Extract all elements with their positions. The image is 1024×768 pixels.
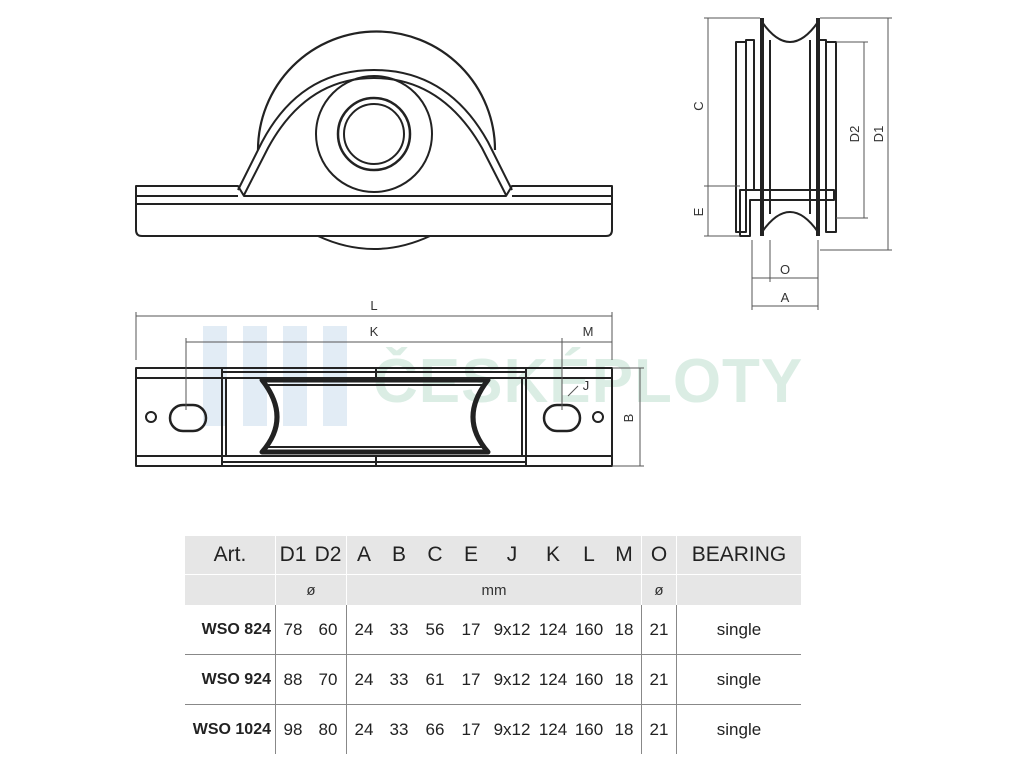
cell-j: 9x12	[493, 619, 531, 639]
cell-art: WSO 1024	[185, 704, 276, 754]
cell-k: 124	[538, 619, 568, 639]
cell-d1: 98	[275, 704, 310, 754]
col-header-a: A	[346, 536, 381, 575]
cell-l: 160	[571, 654, 607, 705]
unit-diameter-o: ø	[641, 574, 677, 605]
cell-o: 21	[641, 704, 677, 754]
dim-label-m: M	[583, 324, 594, 339]
unit-diameter: ø	[275, 574, 347, 605]
table-row: WSO 1024 98 80 24 33 66 17 9x12 124 160 …	[185, 704, 801, 754]
cell-e: 17	[453, 704, 489, 754]
col-header-j: J	[489, 536, 535, 575]
cell-c: 61	[417, 654, 453, 705]
dim-label-a: A	[781, 290, 790, 305]
col-header-c: C	[417, 536, 453, 575]
cell-art: WSO 924	[185, 654, 276, 705]
dim-label-o: O	[780, 262, 790, 277]
cell-c: 56	[425, 619, 445, 639]
dim-label-d1: D1	[871, 126, 886, 143]
col-header-o: O	[641, 536, 677, 575]
col-header-l: L	[571, 536, 607, 575]
table-units-row: ø mm ø	[185, 574, 801, 605]
cell-c: 66	[417, 704, 453, 754]
cell-m: 18	[607, 654, 642, 705]
cell-m: 18	[607, 704, 642, 754]
top-view	[135, 367, 613, 467]
table-row: WSO 924 88 70 24 33 61 17 9x12 124 160 1…	[185, 654, 801, 705]
cell-o: 21	[641, 654, 677, 705]
cell-d2: 80	[310, 704, 347, 754]
side-view	[735, 18, 837, 237]
cell-j: 9x12	[489, 654, 535, 705]
cell-b: 33	[381, 704, 417, 754]
dim-label-e: E	[691, 207, 706, 216]
cell-l: 160	[571, 704, 607, 754]
cell-a: 24	[346, 605, 381, 655]
cell-k: 124	[535, 704, 571, 754]
cell-b: 33	[381, 654, 417, 705]
cell-d2: 70	[310, 654, 347, 705]
technical-drawing: C E D2 D1 O A L K M J B	[135, 17, 892, 467]
table-header-row: Art. D1 D2 A B C E J K L M O BEARING	[185, 536, 801, 575]
cell-k: 124	[535, 654, 571, 705]
dim-label-c: C	[691, 101, 706, 110]
front-view	[135, 30, 613, 250]
cell-art: WSO 824	[185, 605, 276, 655]
cell-j: 9x12	[489, 704, 535, 754]
col-header-art: Art.	[185, 536, 276, 575]
cell-a: 24	[346, 704, 381, 754]
col-header-d1: D1	[275, 536, 310, 575]
col-header-k: K	[535, 536, 571, 575]
cell-l: 160	[574, 619, 604, 639]
cell-bearing: single	[676, 654, 801, 705]
table-row: WSO 824 78 60 24 33 56 17 9x12 124 160 1…	[185, 605, 801, 655]
cell-bearing: single	[676, 605, 801, 655]
cell-d1: 88	[275, 654, 310, 705]
dim-label-k: K	[370, 324, 379, 339]
col-header-e: E	[453, 536, 489, 575]
dim-label-b: B	[621, 414, 636, 423]
cell-e: 17	[461, 619, 481, 639]
dim-label-l: L	[370, 298, 377, 313]
cell-o: 21	[641, 605, 677, 655]
col-header-bearing: BEARING	[676, 536, 801, 575]
cell-d1: 78	[275, 605, 310, 655]
col-header-d2: D2	[310, 536, 347, 575]
cell-a: 24	[346, 654, 381, 705]
cell-d2: 60	[318, 619, 338, 639]
cell-b: 33	[389, 619, 409, 639]
col-header-b: B	[381, 536, 417, 575]
col-header-m: M	[607, 536, 642, 575]
cell-m: 18	[614, 619, 634, 639]
spec-table: Art. D1 D2 A B C E J K L M O BEARING ø m…	[185, 536, 801, 754]
cell-bearing: single	[676, 704, 801, 754]
unit-mm: mm	[346, 574, 642, 605]
dim-label-d2: D2	[847, 126, 862, 143]
dim-label-j: J	[583, 378, 590, 393]
cell-e: 17	[453, 654, 489, 705]
